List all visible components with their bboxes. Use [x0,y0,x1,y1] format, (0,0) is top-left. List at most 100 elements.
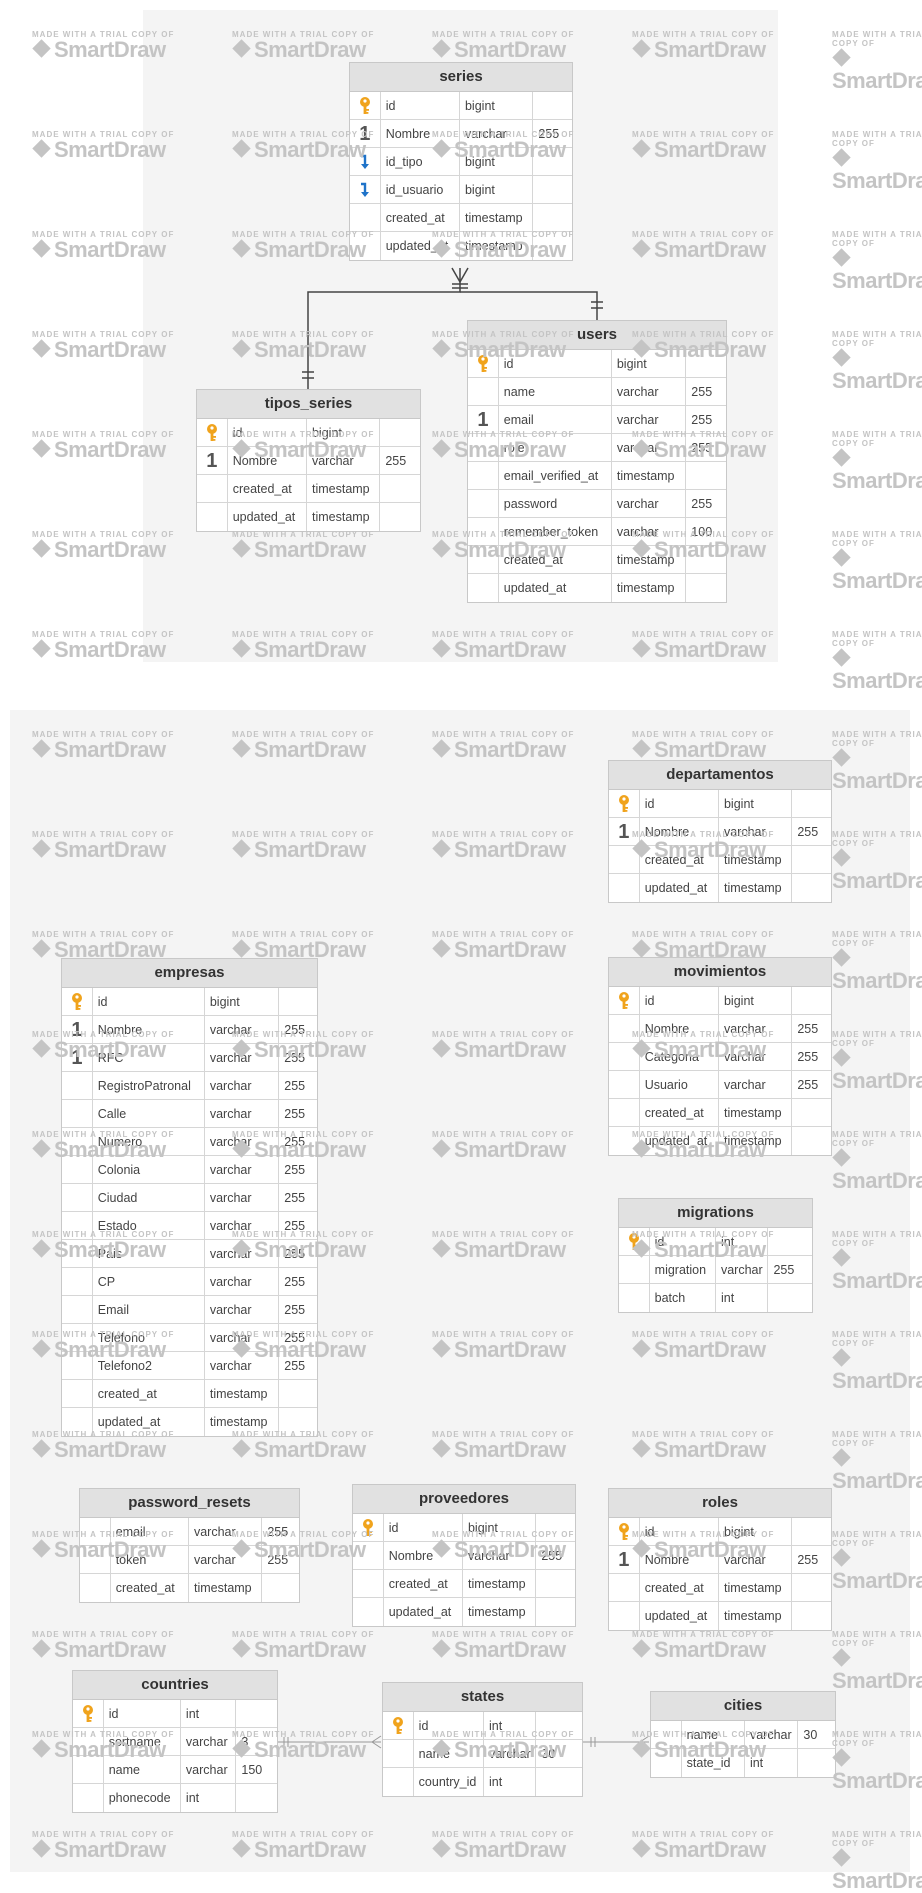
column-length [792,846,831,873]
column-type: varchar [205,1212,280,1239]
row-icon-cell [609,1574,640,1601]
column-type: int [181,1784,237,1812]
column-name: Telefono [93,1324,205,1351]
column-length: 255 [691,385,713,399]
column-type: varchar [205,1100,280,1127]
column-type: bigint [460,92,534,119]
column-name: id [381,92,460,119]
column-name: created_at [499,546,612,573]
column-name: Numero [93,1128,205,1155]
column-name: Calle [93,1100,205,1127]
column-type: timestamp [463,1570,537,1597]
unique-one-icon: 1 [468,406,499,433]
column-length: 255 [284,1219,306,1233]
row-icon-cell [468,378,499,405]
row-icon-cell [468,434,499,461]
column-name: updated_at [499,574,612,602]
unique-one-icon: 1 [609,1546,640,1573]
column-length [792,874,831,902]
column-name: phonecode [104,1784,181,1812]
primary-key-icon [350,92,381,119]
column-length [236,1700,277,1727]
table-title: states [383,1683,582,1712]
row-icon-cell [80,1546,111,1573]
column-type: varchar [189,1518,263,1545]
column-name: role [499,434,612,461]
row-icon-cell [651,1721,682,1748]
column-name: created_at [640,1099,719,1126]
column-length: 255 [284,1107,306,1121]
column-type: varchar [205,1044,280,1071]
column-name: sortname [104,1728,181,1755]
column-type: varchar [205,1352,280,1379]
column-length: 255 [284,1247,306,1261]
column-name: batch [650,1284,716,1312]
row-icon-cell [619,1256,650,1283]
row-icon-cell [609,846,640,873]
column-length: 255 [284,1023,306,1037]
column-type: bigint [463,1514,537,1541]
row-icon-cell [383,1740,414,1767]
row-icon-cell [609,1043,640,1070]
row-icon-cell [62,1268,93,1295]
column-name: updated_at [93,1408,205,1436]
column-type: varchar [205,1324,280,1351]
column-length [792,1099,831,1126]
table-title: series [350,63,572,92]
primary-key-icon [609,987,640,1014]
column-type: timestamp [719,846,793,873]
row-icon-cell [197,503,228,531]
column-length: 255 [284,1079,306,1093]
column-length [536,1570,575,1597]
unique-one-icon: 1 [350,120,381,147]
column-type: varchar [463,1542,537,1569]
column-name: id_usuario [381,176,460,203]
column-name: created_at [93,1380,205,1407]
row-icon-cell [468,546,499,573]
column-type: varchar [612,490,687,517]
column-type: timestamp [719,1602,793,1630]
table-title: tipos_series [197,390,420,419]
row-icon-cell [468,462,499,489]
row-icon-cell [383,1768,414,1796]
primary-key-icon [609,1518,640,1545]
table-title: password_resets [80,1489,299,1518]
column-type: timestamp [460,204,534,231]
column-type: varchar [719,1546,793,1573]
column-type: timestamp [719,1127,793,1155]
column-name: id_tipo [381,148,460,175]
column-length: 255 [691,441,713,455]
column-length [380,475,420,502]
